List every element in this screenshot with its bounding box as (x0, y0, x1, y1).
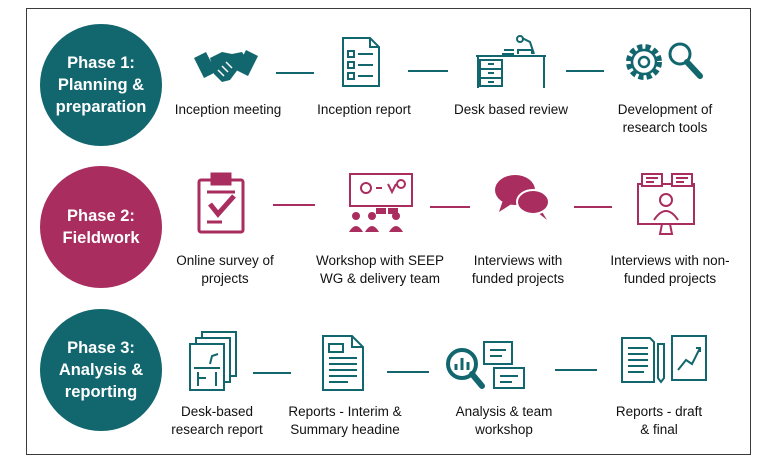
speech-bubbles-icon (495, 175, 550, 220)
connector (430, 206, 470, 208)
analysis-chat-icon (446, 341, 525, 389)
step-label: Inception report (317, 102, 411, 117)
diagram-frame (26, 8, 751, 455)
step-label: Online survey of projects (176, 253, 274, 286)
report-document-icon (322, 335, 364, 391)
step-label: Reports - Interim & Summary headine (288, 404, 402, 437)
clipboard-survey-icon (197, 172, 245, 234)
step-label: Reports - draft & final (615, 404, 703, 437)
phase-3-circle: Phase 3: Analysis & reporting (40, 309, 162, 431)
step-label: Desk-based research report (171, 404, 263, 437)
step-label: Development of research tools (617, 102, 713, 135)
phase-2-circle: Phase 2: Fieldwork (40, 166, 162, 288)
connector (574, 206, 612, 208)
step-label: Interviews with funded projects (471, 253, 565, 286)
video-interview-icon (637, 173, 695, 235)
reports-chart-icon (621, 335, 707, 384)
connector (566, 70, 604, 72)
step-label: Analysis & team workshop (455, 404, 553, 437)
step-label: Interviews with non- funded projects (610, 253, 730, 286)
presentation-workshop-icon (349, 173, 413, 232)
checklist-document-icon (342, 37, 380, 87)
step-label: Workshop with SEEP WG & delivery team (315, 253, 445, 286)
stacked-documents-icon (189, 331, 237, 391)
connector (276, 72, 314, 74)
handshake-icon (194, 50, 258, 82)
connector (387, 371, 429, 373)
step-label: Inception meeting (174, 102, 282, 117)
connector (408, 70, 448, 72)
step-label: Desk based review (453, 102, 569, 117)
connector (273, 204, 315, 206)
phase-1-circle: Phase 1: Planning & preparation (40, 24, 162, 146)
desk-icon (476, 35, 546, 88)
connector (555, 369, 597, 371)
connector (253, 372, 291, 374)
gear-magnifier-icon (626, 42, 703, 80)
